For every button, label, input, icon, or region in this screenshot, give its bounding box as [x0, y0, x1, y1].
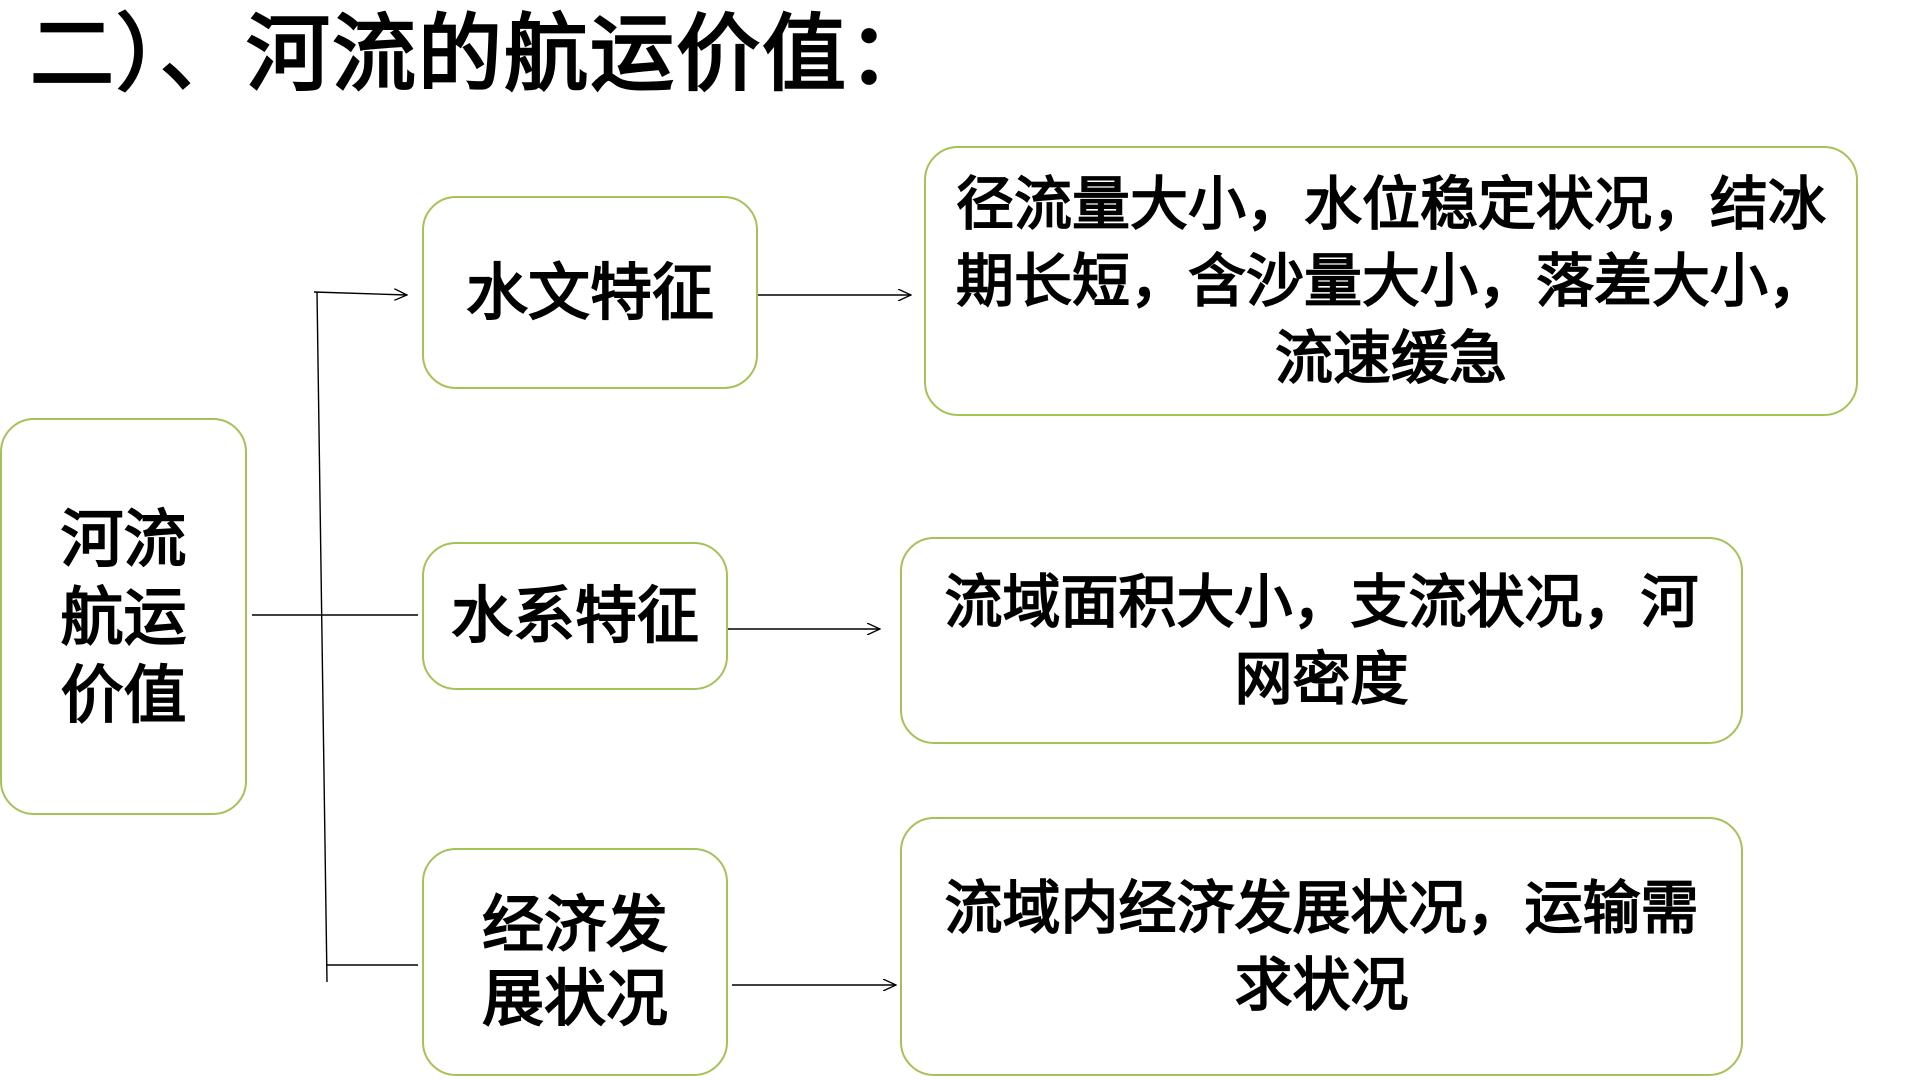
branch-1-arrow: [313, 292, 407, 295]
branch-box-water-system: 水系特征: [422, 542, 728, 690]
detail-box-water-system: 流域面积大小，支流状况，河网密度: [900, 537, 1743, 744]
branch-label-economy: 经济发展状况: [481, 888, 668, 1035]
branch-label-hydrology: 水文特征: [465, 255, 714, 329]
detail-box-hydrology: 径流量大小，水位稳定状况，结冰期长短，含沙量大小，落差大小，流速缓急: [924, 146, 1858, 416]
spine-line: [316, 291, 328, 983]
branch-box-hydrology: 水文特征: [422, 196, 758, 389]
root-label: 河流航运价值: [60, 501, 187, 732]
branch-box-economy: 经济发展状况: [422, 848, 728, 1076]
page-title: 二）、河流的航运价值：: [30, 5, 935, 103]
branch-label-water-system: 水系特征: [450, 579, 699, 652]
detail-text-water-system: 流域面积大小，支流状况，河网密度: [944, 567, 1699, 713]
root-box: 河流航运价值: [0, 418, 247, 815]
detail-box-economy: 流域内经济发展状况，运输需求状况: [900, 817, 1743, 1076]
detail-text-hydrology: 径流量大小，水位稳定状况，结冰期长短，含沙量大小，落差大小，流速缓急: [956, 169, 1827, 392]
detail-text-economy: 流域内经济发展状况，运输需求状况: [944, 873, 1699, 1019]
